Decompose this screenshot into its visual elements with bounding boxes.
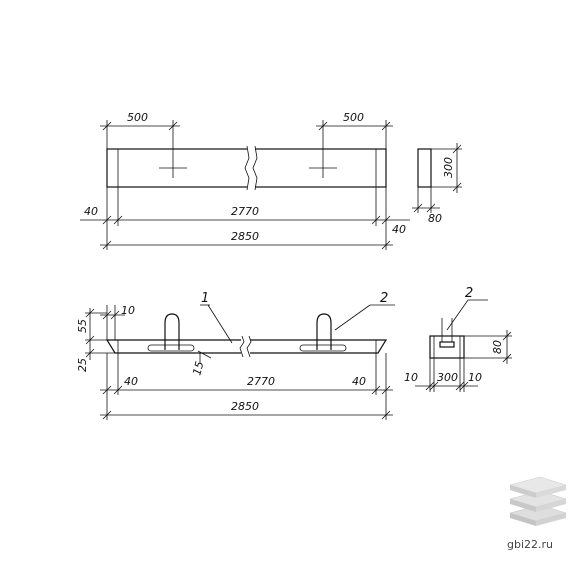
dim-2850: 2850 [231,230,259,243]
dim-500-left: 500 [127,111,148,124]
dim-55: 55 [76,319,89,333]
dim-10-section-right: 10 [468,371,482,384]
section-view: 2 80 10 300 10 [404,286,512,392]
label-1: 1 [201,291,209,306]
dim-40-right-side: 40 [352,375,366,388]
dim-80-section: 80 [491,340,504,354]
dim-2850-side: 2850 [231,400,259,413]
dim-40-right: 40 [392,223,406,236]
side-view: 1 2 10 55 25 15 40 2770 [76,291,395,420]
stacked-slabs-icon [509,476,567,526]
top-view: 500 500 40 2770 40 2850 [80,111,410,250]
dim-80-end: 80 [428,212,442,225]
dim-300-section: 300 [437,371,458,384]
dim-10-side: 10 [121,304,135,317]
dim-2770: 2770 [231,205,259,218]
dim-2770-side: 2770 [247,375,275,388]
dim-500-right: 500 [343,111,364,124]
dim-40-left: 40 [84,205,98,218]
end-view: 300 80 [412,143,462,225]
dim-15: 15 [190,360,206,377]
dim-300-end: 300 [442,157,455,178]
dim-40-left-side: 40 [124,375,138,388]
label-2-side: 2 [380,291,388,306]
watermark-text: gbi22.ru [507,538,554,551]
label-2-section: 2 [465,286,473,301]
dim-10-section-left: 10 [404,371,418,384]
dim-25: 25 [76,358,89,372]
